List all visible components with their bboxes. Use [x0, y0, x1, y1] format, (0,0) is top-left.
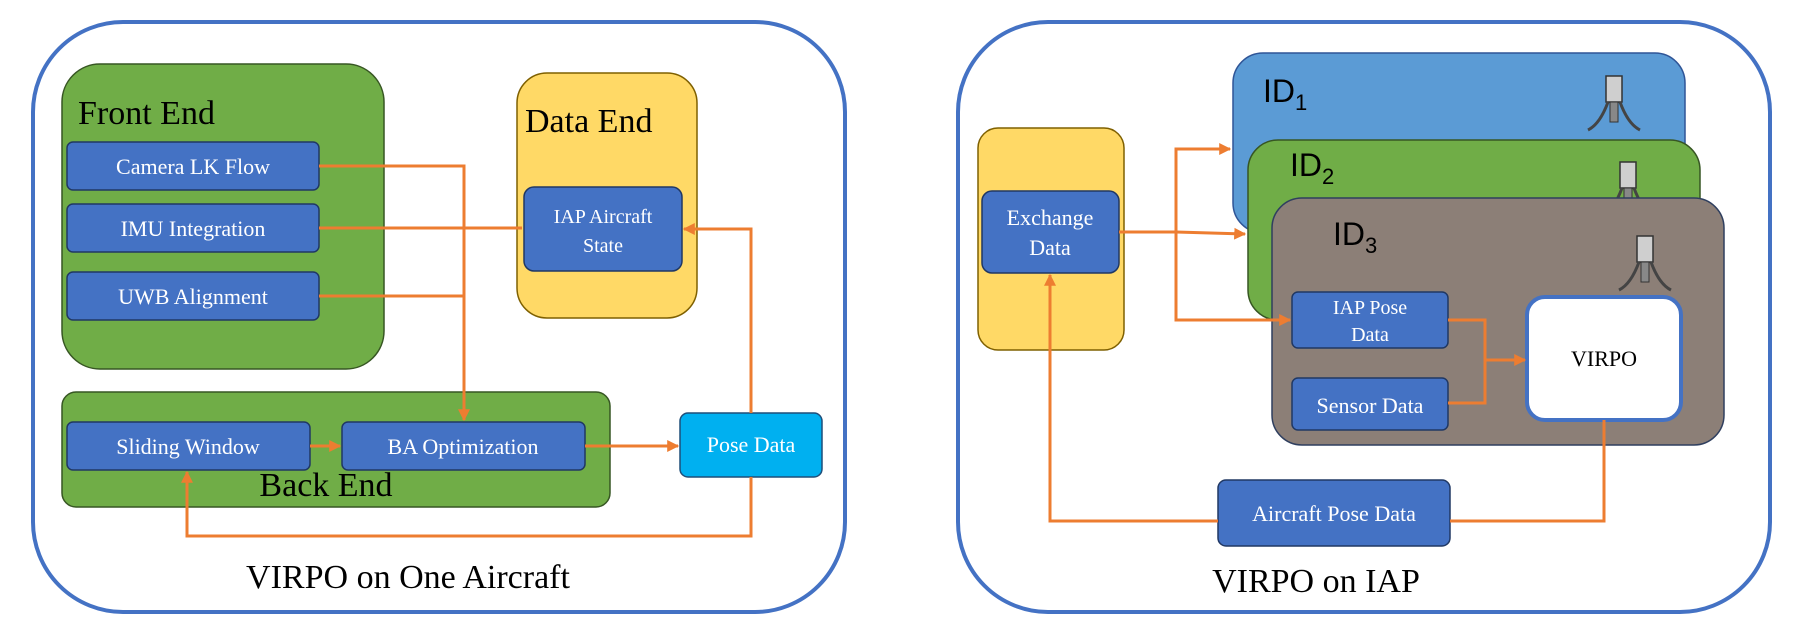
- virpo-to-aircraft-pose-line: [1450, 420, 1606, 523]
- id2-label: ID2: [1290, 147, 1334, 189]
- exchange-data-line2: Data: [1029, 235, 1071, 260]
- pose-to-sliding-arrow: [181, 470, 753, 538]
- aircraft-pose-to-exchange-arrow: [1044, 273, 1218, 523]
- aircraft-pose-data-label: Aircraft Pose Data: [1252, 501, 1416, 526]
- left-panel: Front End Camera LK Flow IMU Integration…: [31, 20, 847, 614]
- front-end-title: Front End: [78, 95, 215, 132]
- right-panel-caption: VIRPO on IAP: [1212, 563, 1420, 600]
- camera-to-ba-arrow: [319, 164, 470, 422]
- right-panel: Exchange Data ID1 ID2 ID3 IAP Pose Data …: [956, 20, 1772, 614]
- pose-to-state-arrow: [682, 223, 753, 413]
- back-end-title: Back End: [259, 467, 392, 504]
- iap-pose-data-line2: Data: [1351, 324, 1389, 346]
- ba-optimization-label: BA Optimization: [388, 434, 539, 459]
- iap-aircraft-state-line1: IAP Aircraft: [554, 206, 653, 228]
- exchange-data-line1: Exchange: [1007, 205, 1094, 230]
- aircraft-pose-data-box: [1217, 479, 1451, 547]
- imu-integration-label: IMU Integration: [121, 216, 266, 241]
- uwb-alignment-label: UWB Alignment: [118, 284, 268, 309]
- exchange-data-box: [981, 190, 1120, 274]
- pose-data-label: Pose Data: [707, 432, 796, 457]
- sliding-window-label: Sliding Window: [116, 434, 260, 459]
- sensor-data-label: Sensor Data: [1317, 393, 1424, 418]
- camera-lk-flow-label: Camera LK Flow: [116, 154, 270, 179]
- exchange-to-id2-arrow: [1175, 227, 1247, 240]
- id1-label: ID1: [1263, 73, 1307, 115]
- sensor-to-virpo-line: [1448, 360, 1487, 405]
- virpo-label: VIRPO: [1571, 346, 1637, 371]
- iap-aircraft-state-line2: State: [583, 235, 623, 257]
- iap-pose-data-line1: IAP Pose: [1333, 297, 1407, 319]
- id3-label: ID3: [1333, 216, 1377, 258]
- exchange-to-iap-pose-arrow: [1174, 232, 1292, 326]
- iap-aircraft-state-box: [523, 186, 683, 272]
- exchange-to-id1-arrow: [1119, 143, 1232, 234]
- data-end-title: Data End: [525, 103, 652, 140]
- iap-pose-to-virpo-line: [1448, 318, 1487, 360]
- left-panel-caption: VIRPO on One Aircraft: [246, 559, 570, 596]
